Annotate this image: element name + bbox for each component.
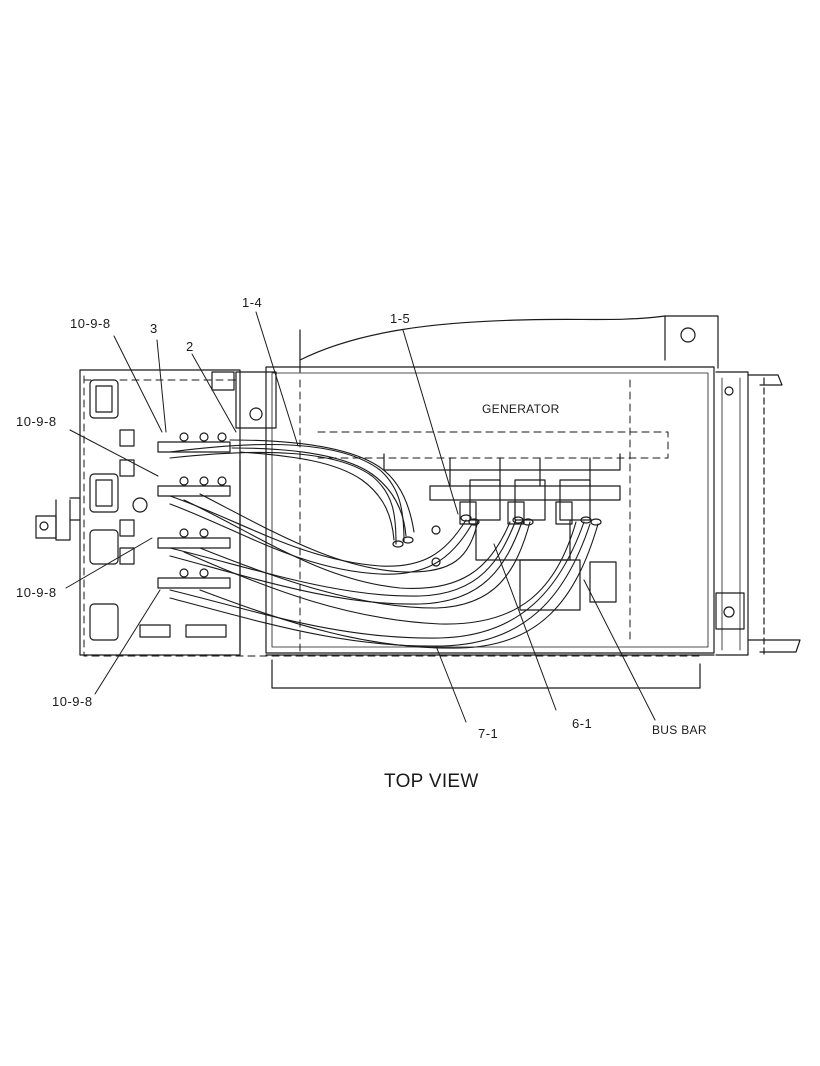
- callout-1-4: 1-4: [242, 295, 263, 310]
- leader-lines: [65, 311, 656, 723]
- terminal-box: [35, 369, 277, 656]
- callout-10-9-8-top: 10-9-8: [70, 316, 111, 331]
- generator-terminals: [383, 453, 621, 611]
- view-title: TOP VIEW: [384, 771, 479, 792]
- generator-label: GENERATOR: [482, 402, 560, 416]
- cable-lugs: [392, 514, 602, 548]
- callout-10-9-8-lower-left: 10-9-8: [16, 585, 57, 600]
- frame-break-line: [299, 315, 719, 373]
- hidden-lines: [83, 375, 701, 657]
- callout-3: 3: [150, 321, 158, 336]
- bus-bar-label: BUS BAR: [652, 723, 707, 737]
- callout-6-1: 6-1: [572, 716, 593, 731]
- callout-10-9-8-upper-left: 10-9-8: [16, 414, 57, 429]
- callout-2: 2: [186, 339, 194, 354]
- cable-bundle-upper: [169, 439, 415, 545]
- callout-1-5: 1-5: [390, 311, 411, 326]
- generator-housing: [265, 366, 801, 689]
- callout-10-9-8-bottom: 10-9-8: [52, 694, 93, 709]
- cable-bundle-middle: [169, 493, 599, 649]
- callout-7-1: 7-1: [478, 726, 499, 741]
